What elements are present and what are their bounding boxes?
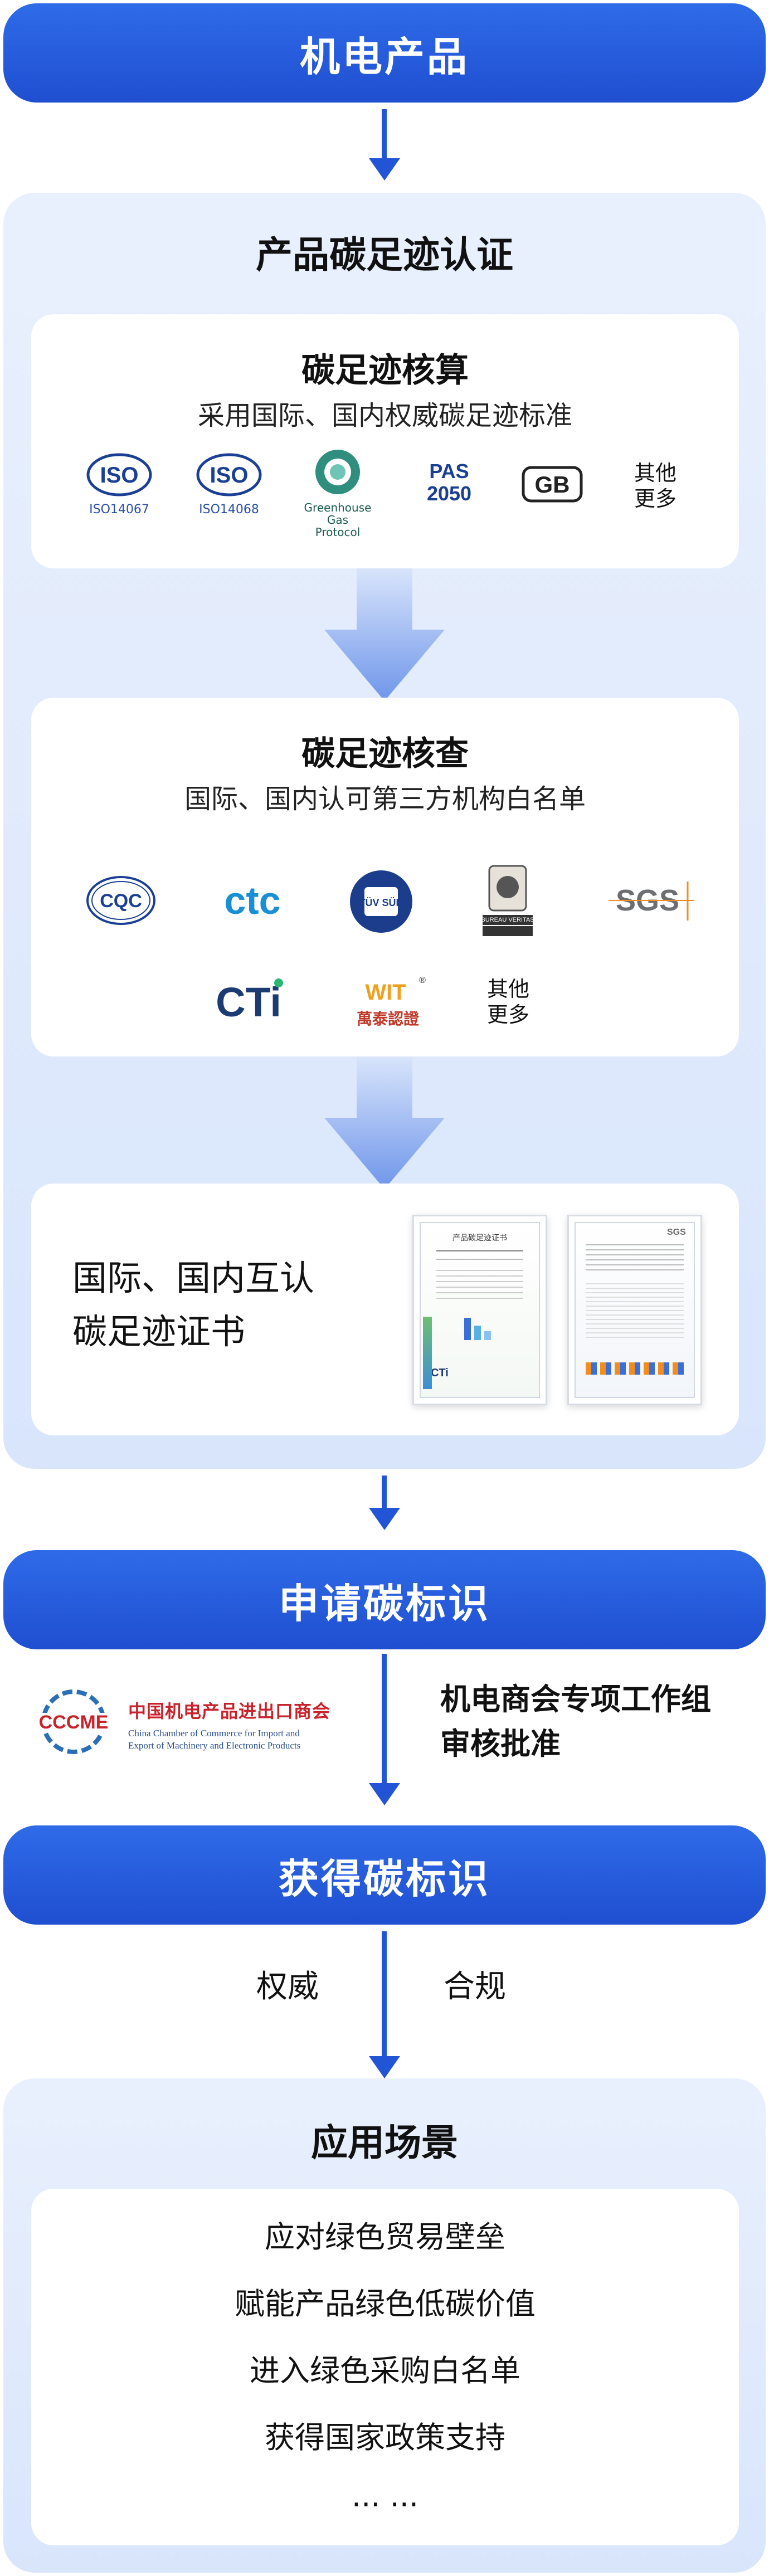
logo-caption: Greenhouse Gas Protocol — [304, 501, 372, 539]
pas-2050-logo: PAS 2050 — [410, 460, 488, 505]
bureau-veritas-logo: BUREAU VERITAS — [477, 863, 538, 939]
more-standards: 其他 更多 — [622, 460, 689, 512]
application-scenarios-section: 应用场景 应对绿色贸易壁垒 赋能产品绿色低碳价值 进入绿色采购白名单 获得国家政… — [3, 2078, 766, 2573]
connector-line — [382, 1654, 387, 1785]
scenarios-card: 应对绿色贸易壁垒 赋能产品绿色低碳价值 进入绿色采购白名单 获得国家政策支持 .… — [31, 2189, 739, 2545]
logo-text: CQC — [100, 890, 142, 912]
apply-pill-label: 申请碳标识 — [278, 1580, 490, 1627]
certificate-title: 产品碳足迹证书 — [452, 1234, 507, 1243]
svg-text:WIT: WIT — [365, 980, 406, 1005]
carbon-footprint-cert-section: 产品碳足迹认证 碳足迹核算 采用国际、国内权威碳足迹标准 ISO ISO1406… — [3, 193, 766, 1469]
connector-line — [382, 1476, 387, 1510]
svg-text:GB: GB — [535, 471, 570, 498]
iso-14068-logo: ISO ISO14068 — [190, 452, 268, 517]
top-pill-label: 机电产品 — [299, 33, 469, 80]
svg-text:®: ® — [419, 976, 426, 985]
iso-icon: ISO — [86, 453, 152, 496]
svg-text:萬泰認證: 萬泰認證 — [357, 1010, 420, 1028]
scenario-item: 获得国家政策支持 — [265, 2420, 505, 2455]
card-subtitle: 国际、国内认可第三方机构白名单 — [184, 783, 586, 815]
connector-line — [382, 1931, 387, 2058]
cccme-logo: CCCME — [29, 1688, 118, 1755]
logo-caption: ISO14067 — [89, 503, 149, 517]
certificate-logo-text: CTi — [431, 1367, 449, 1379]
certificate-image-1: 产品碳足迹证书 CTi — [412, 1215, 547, 1405]
svg-text:ISO: ISO — [210, 463, 249, 488]
logo-line: 2050 — [426, 482, 472, 505]
iso-icon: ISO — [196, 453, 262, 496]
svg-text:ISO: ISO — [100, 463, 139, 488]
top-pill-products: 机电产品 — [3, 3, 766, 103]
more-agencies: 其他 更多 — [475, 976, 542, 1028]
big-arrow-down-icon — [323, 568, 446, 702]
label-compliant: 合规 — [444, 1969, 506, 2005]
apply-carbon-label-pill: 申请碳标识 — [3, 1550, 766, 1649]
logo-text: TÜV SÜD — [359, 897, 403, 908]
arrow-down-icon — [369, 2056, 400, 2078]
scenario-item-ellipsis: ... ... — [351, 2478, 419, 2514]
arrow-down-icon — [369, 1783, 400, 1805]
gb-icon: GB — [522, 466, 583, 503]
cti-logo: CTi — [210, 974, 293, 1030]
approval-line: 机电商会专项工作组 — [440, 1682, 711, 1717]
logo-text: BUREAU VERITAS — [481, 917, 534, 923]
other-line: 更多 — [486, 1002, 529, 1027]
cccme-approval: 机电商会专项工作组 审核批准 — [440, 1677, 711, 1766]
scenario-item: 赋能产品绿色低碳价值 — [235, 2286, 536, 2321]
card-title: 碳足迹核算 — [301, 351, 469, 390]
scenario-item: 应对绿色贸易壁垒 — [265, 2219, 505, 2254]
card-subtitle: 采用国际、国内权威碳足迹标准 — [197, 400, 572, 431]
certificate-text-line: 碳足迹证书 — [72, 1311, 246, 1352]
big-arrow-down-icon — [323, 1056, 446, 1190]
logo-line: PAS — [429, 460, 469, 483]
footprint-accounting-card: 碳足迹核算 采用国际、国内权威碳足迹标准 ISO ISO14067 ISO IS… — [31, 314, 739, 568]
approval-line: 审核批准 — [440, 1726, 561, 1761]
scenario-item: 进入绿色采购白名单 — [250, 2353, 520, 2388]
other-line: 其他 — [634, 461, 676, 485]
ctc-logo: ctc — [211, 876, 294, 926]
gb-logo: GB — [516, 466, 588, 503]
certificate-logo-text: SGS — [667, 1228, 686, 1237]
ghg-protocol-logo: Greenhouse Gas Protocol — [293, 448, 382, 538]
arrow-down-icon — [369, 1508, 400, 1530]
other-line: 其他 — [486, 977, 529, 1001]
section-title: 产品碳足迹认证 — [256, 233, 513, 276]
certificate-text-line: 国际、国内互认 — [72, 1258, 315, 1298]
sgs-logo: SGS — [604, 876, 699, 926]
get-carbon-label-pill: 获得碳标识 — [3, 1825, 766, 1925]
arrow-down-icon — [369, 158, 400, 181]
card-title: 碳足迹核查 — [301, 734, 469, 773]
iso-14067-logo: ISO ISO14067 — [80, 452, 158, 517]
tuv-sud-logo: TÜV SÜD — [348, 868, 415, 935]
cccme-name-cn: 中国机电产品进出口商会 — [128, 1701, 331, 1722]
logo-caption: ISO14068 — [199, 503, 259, 517]
other-line: 更多 — [634, 486, 676, 511]
cccme-name: 中国机电产品进出口商会 China Chamber of Commerce fo… — [128, 1697, 351, 1752]
certificate-text: 国际、国内互认 碳足迹证书 — [72, 1252, 314, 1358]
ghg-globe-icon — [315, 450, 360, 494]
logo-text: ctc — [224, 879, 280, 922]
cccme-name-en: China Chamber of Commerce for Import and — [128, 1728, 300, 1739]
get-pill-label: 获得碳标识 — [278, 1855, 490, 1902]
logo-text: CTi — [216, 979, 281, 1025]
wit-logo: WIT ® 萬泰認證 — [347, 971, 430, 1032]
label-authoritative: 权威 — [256, 1969, 319, 2005]
footprint-certificate-card: 国际、国内互认 碳足迹证书 产品碳足迹证书 CTi SGS — [31, 1184, 739, 1435]
cccme-logo-text: CCCME — [39, 1712, 109, 1733]
connector-line — [382, 109, 387, 160]
section-title: 应用场景 — [311, 2121, 458, 2164]
footprint-verification-card: 碳足迹核查 国际、国内认可第三方机构白名单 CQC ctc TÜV SÜD — [31, 698, 739, 1056]
cccme-name-en: Export of Machinery and Electronic Produ… — [128, 1740, 301, 1751]
cqc-logo: CQC — [85, 874, 157, 927]
certificate-image-2: SGS — [567, 1215, 702, 1405]
